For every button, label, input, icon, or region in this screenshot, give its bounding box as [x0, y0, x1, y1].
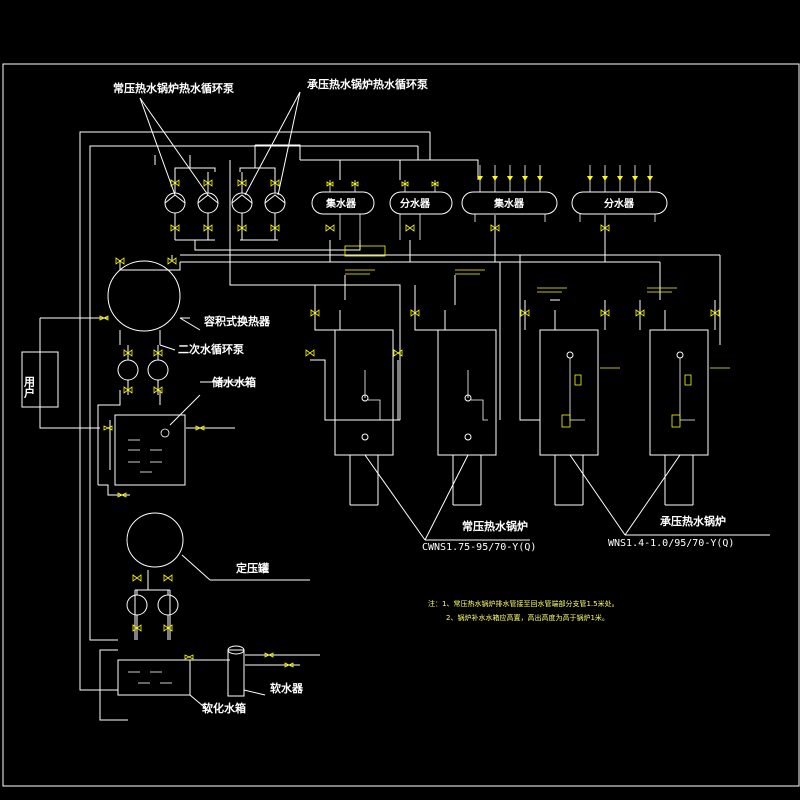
press-boiler-1: [539, 310, 599, 506]
softened-water-tank: [117, 659, 191, 696]
atm-boiler-2: [437, 310, 497, 506]
label-distributor-2: 分水器: [604, 197, 635, 210]
label-expansion-tank: 定压罐: [236, 561, 269, 575]
label-press-model: WNS1.4-1.0/95/70-Y(Q): [608, 538, 734, 549]
note-line-2: 2、锅炉补水水箱应高置，高出高度为高于锅炉1米。: [446, 613, 609, 622]
label-atm-boiler: 常压热水锅炉: [462, 519, 528, 533]
label-atm-pump: 常压热水锅炉热水循环泵: [113, 81, 234, 95]
label-secondary-pump: 二次水循环泵: [178, 342, 244, 356]
volumetric-exchanger: [107, 260, 181, 332]
press-boiler-2: [649, 310, 709, 506]
drawing-frame: [2, 63, 800, 787]
label-storage-tank: 储水水箱: [212, 375, 256, 389]
label-user: 用户: [23, 376, 36, 399]
leader-lines: [139, 91, 770, 713]
expansion-tank: [126, 512, 184, 568]
label-softener: 软水器: [270, 681, 304, 695]
note-line-1: 注：1、常压热水锅炉排水管接至回水管端部分支管1.5米处。: [428, 599, 619, 608]
atm-circulation-pumps: [164, 172, 286, 240]
label-collector-1: 集水器: [325, 197, 357, 210]
label-collector-2: 集水器: [493, 197, 525, 210]
label-press-boiler: 承压热水锅炉: [660, 514, 726, 528]
headers: [311, 165, 668, 257]
valves: [99, 179, 720, 668]
label-distributor-1: 分水器: [400, 197, 431, 210]
storage-water-tank: [114, 414, 186, 486]
secondary-pumps: [117, 345, 169, 395]
label-press-pump: 承压热水锅炉热水循环泵: [307, 77, 428, 91]
atm-boiler-1: [334, 310, 394, 506]
water-softener: [227, 649, 245, 697]
main-piping: [39, 131, 721, 721]
user-box: [21, 351, 59, 408]
label-atm-model: CWNS1.75-95/70-Y(Q): [422, 542, 536, 553]
label-soft-tank: 软化水箱: [202, 701, 246, 715]
label-exchanger: 容积式换热器: [203, 314, 271, 328]
